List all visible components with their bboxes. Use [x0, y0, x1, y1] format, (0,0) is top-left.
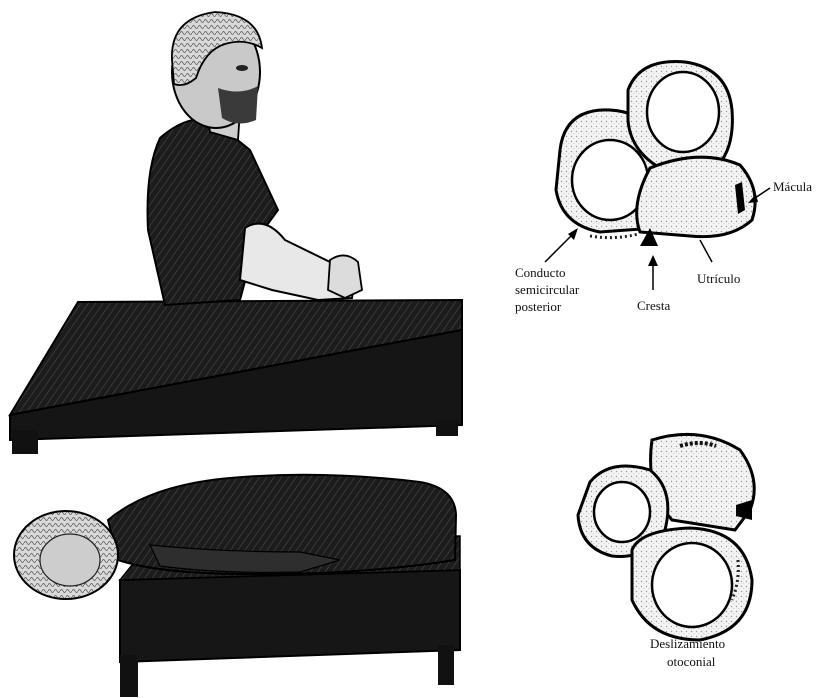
label-macula: Mácula	[773, 179, 812, 194]
label-deslizamiento-line1: Deslizamiento	[650, 636, 725, 651]
inner-ear-labyrinth-diagram: Mácula Conducto semicircular posterior C…	[515, 62, 812, 314]
label-conducto-line1: Conducto	[515, 265, 566, 280]
seated-patient-illustration	[10, 12, 462, 454]
label-utriculo: Utrículo	[697, 271, 740, 286]
rotated-inner-ear-labyrinth-diagram: Deslizamiento otoconial	[578, 434, 754, 669]
label-conducto-line2: semicircular	[515, 282, 580, 297]
label-conducto-line3: posterior	[515, 299, 562, 314]
supine-head-hanging-patient-illustration	[14, 475, 460, 697]
label-cresta: Cresta	[637, 298, 670, 313]
label-deslizamiento-line2: otoconial	[667, 654, 716, 669]
